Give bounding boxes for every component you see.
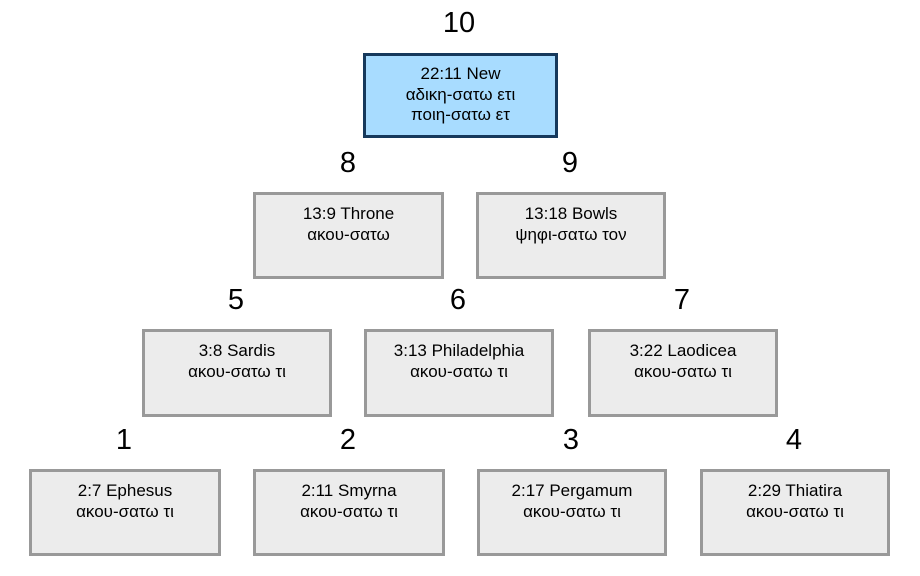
node-greek-4: ακου-σατω τι [746, 501, 844, 521]
node-greek-5: ακου-σατω τι [188, 361, 286, 381]
node-greek2-10: ποιη-σατω ετ [411, 105, 510, 125]
node-greek-10: αδικη-σατω ετι [405, 84, 516, 104]
node-number-1: 1 [115, 424, 133, 456]
node-reference-3: 2:17 Pergamum [511, 481, 633, 500]
node-number-4: 4 [785, 424, 803, 456]
node-reference-4: 2:29 Thiatira [747, 481, 843, 500]
node-reference-8: 13:9 Throne [302, 204, 395, 223]
node-greek-6: ακου-σατω τι [410, 361, 508, 381]
node-reference-10: 22:11 New [420, 64, 501, 83]
node-number-10: 10 [442, 7, 476, 39]
node-number-2: 2 [339, 424, 357, 456]
node-reference-5: 3:8 Sardis [198, 341, 276, 360]
node-greek-7: ακου-σατω τι [634, 361, 732, 381]
node-number-5: 5 [227, 284, 245, 316]
node-number-3: 3 [562, 424, 580, 456]
node-greek-8: ακου-σατω [307, 224, 390, 244]
node-greek-2: ακου-σατω τι [300, 501, 398, 521]
node-reference-2: 2:11 Smyrna [301, 481, 397, 500]
node-greek-3: ακου-σατω τι [523, 501, 621, 521]
node-number-7: 7 [673, 284, 691, 316]
node-greek-1: ακου-σατω τι [76, 501, 174, 521]
node-number-9: 9 [561, 147, 579, 179]
node-reference-7: 3:22 Laodicea [629, 341, 737, 360]
node-greek-9: ψηφι-σατω τον [515, 224, 627, 244]
node-reference-6: 3:13 Philadelphia [393, 341, 525, 360]
node-reference-9: 13:18 Bowls [524, 204, 618, 223]
node-number-6: 6 [449, 284, 467, 316]
node-number-8: 8 [339, 147, 357, 179]
node-reference-1: 2:7 Ephesus [77, 481, 173, 500]
